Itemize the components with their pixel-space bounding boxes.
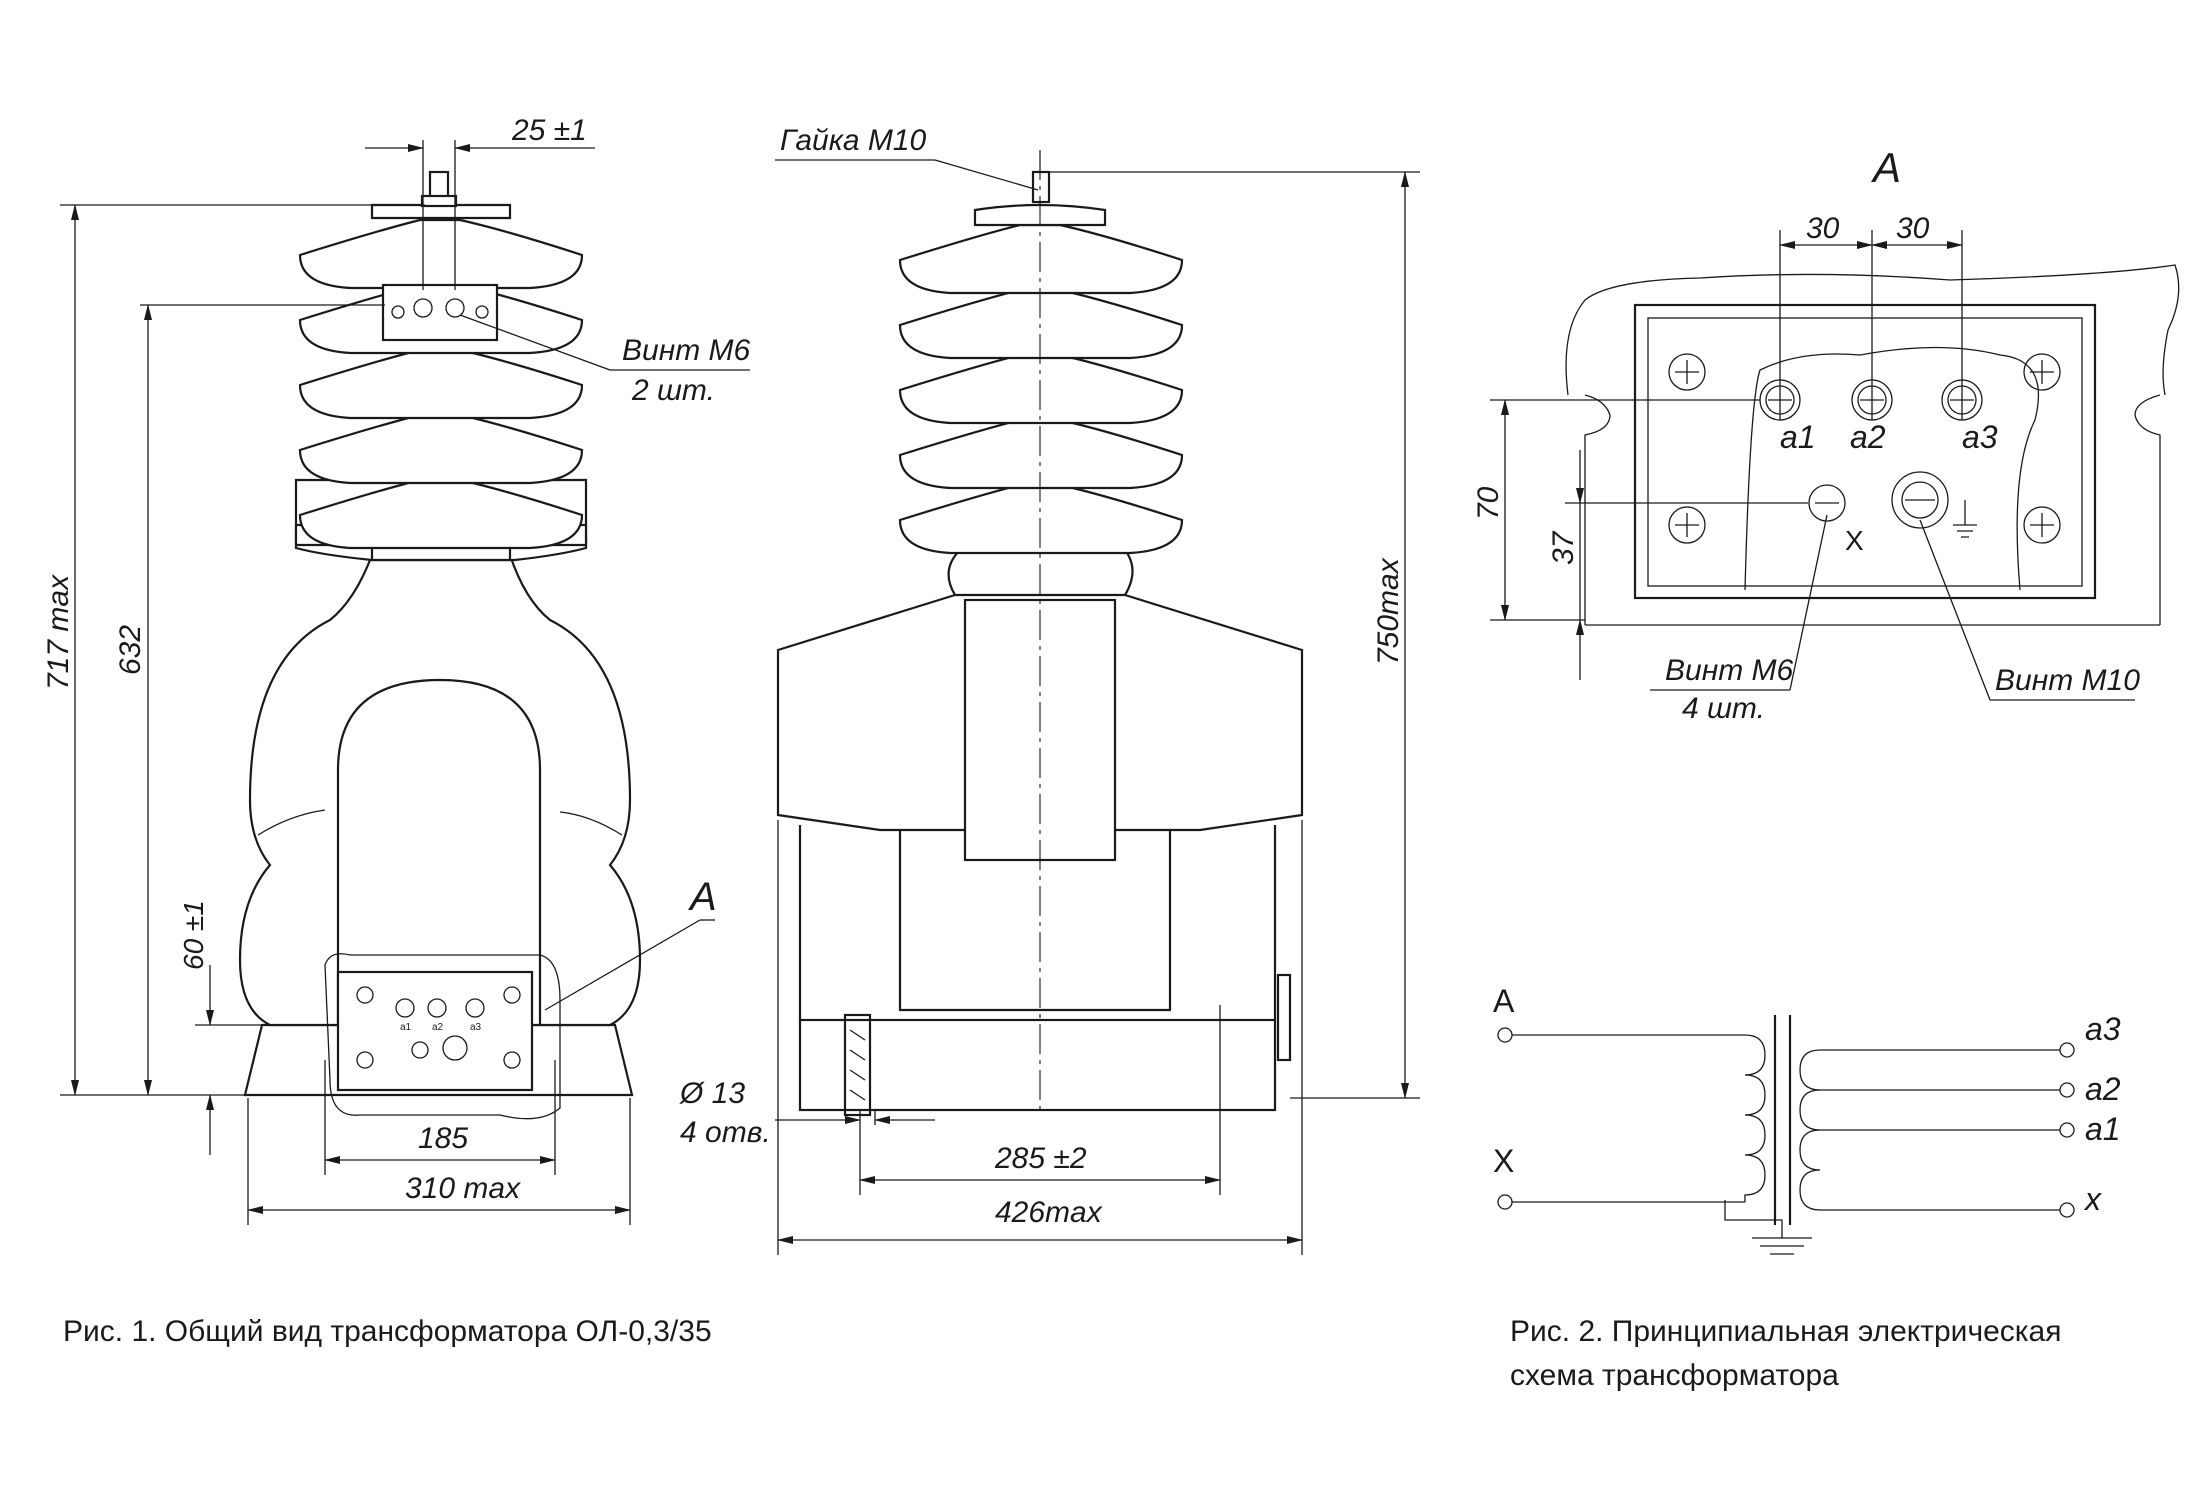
schematic: А Х а3 а2 а1 х	[1493, 983, 2121, 1255]
detail-screw-m10: Винт М10	[1995, 664, 2140, 697]
schematic-X: Х	[1493, 1143, 1514, 1179]
front-view: а1 а2 а3 25 ±1 Винт М6 2 шт. 717 max 632…	[42, 114, 751, 1225]
detail-a2: а2	[1850, 419, 1886, 455]
bottom-terminal-box: а1 а2 а3	[324, 953, 561, 1120]
figure-2-caption: Рис. 2. Принципиальная электрическая схе…	[1510, 1315, 2062, 1392]
detail-a-title: А	[1870, 144, 1901, 191]
dim-60: 60 ±1	[178, 900, 209, 970]
side-view: Гайка М10 750max Ø 13 4 отв. 285 ±2 426m…	[679, 124, 1420, 1255]
dim-holes-count: 4 отв.	[680, 1116, 771, 1149]
dim-717: 717 max	[42, 574, 75, 690]
dim-30-right: 30	[1896, 212, 1930, 245]
dim-25: 25 ±1	[511, 114, 587, 147]
schematic-x: х	[2083, 1181, 2102, 1217]
dim-37: 37	[1547, 530, 1580, 565]
dim-285: 285 ±2	[994, 1142, 1087, 1175]
figure-1-caption: Рис. 1. Общий вид трансформатора ОЛ-0,3/…	[63, 1315, 712, 1348]
detail-screw-m6: Винт М6	[1665, 654, 1794, 687]
detail-screw-m6-qty: 4 шт.	[1682, 692, 1765, 725]
screw-m6-qty: 2 шт.	[631, 374, 715, 407]
terminal-a1-label: а1	[400, 1022, 412, 1033]
screw-m6-label: Винт М6	[622, 334, 751, 367]
terminal-a2-label: а2	[432, 1022, 444, 1033]
dim-70: 70	[1472, 486, 1505, 520]
detail-a3: а3	[1962, 419, 1998, 455]
schematic-a2: а2	[2085, 1071, 2121, 1107]
dim-30-left: 30	[1806, 212, 1840, 245]
schematic-A: А	[1493, 983, 1515, 1019]
schematic-a1: а1	[2085, 1111, 2121, 1147]
dim-hole-dia: Ø 13	[679, 1077, 745, 1110]
schematic-a3: а3	[2085, 1011, 2121, 1047]
dim-632: 632	[114, 625, 147, 675]
top-terminal-box	[381, 283, 499, 342]
detail-x: Х	[1845, 525, 1864, 556]
insulator-sheds	[294, 203, 588, 562]
view-a-marker: А	[688, 875, 717, 919]
nut-m10-label: Гайка М10	[780, 124, 927, 157]
dim-750: 750max	[1372, 557, 1405, 665]
terminal-a3-label: а3	[470, 1022, 482, 1033]
detail-a1: а1	[1780, 419, 1816, 455]
dim-310: 310 max	[405, 1172, 521, 1205]
dim-426: 426max	[995, 1196, 1103, 1229]
detail-view-a: А 30 30	[1472, 144, 2180, 725]
dim-185: 185	[418, 1122, 468, 1155]
